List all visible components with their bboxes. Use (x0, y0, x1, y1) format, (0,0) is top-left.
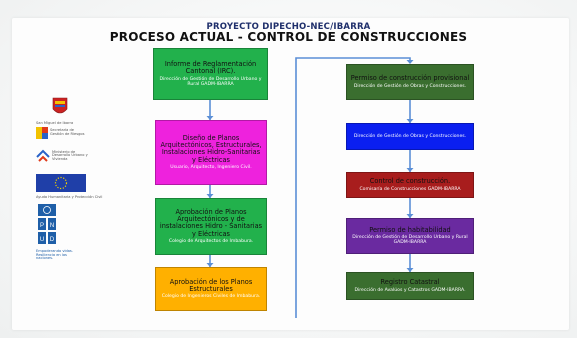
step-subtitle: Dirección de Gestión de Obras y Construc… (353, 83, 467, 89)
page-title: PROCESO ACTUAL - CONTROL DE CONSTRUCCION… (109, 30, 468, 44)
step-title: Control de construcción. (369, 177, 451, 186)
arrowhead (406, 214, 414, 218)
step-subtitle: Comisaría de Construcciones GADM-IBARRA (359, 186, 461, 192)
arrowhead (406, 168, 414, 172)
step-title: Aprobación de Planos Arquitectónicos y d… (159, 207, 263, 238)
sgr-emblem-icon (36, 127, 48, 139)
step-diseno-planos: Diseño de Planos Arquitectónicos, Estruc… (155, 120, 267, 185)
step-title: Aprobación de los Planos Estructurales (169, 277, 253, 293)
arrowhead (406, 268, 414, 272)
project-title: PROYECTO DIPECHO-NEC/IBARRA (206, 22, 371, 32)
logo-caption: Ministerio de Desarrollo Urbano y Vivien… (52, 149, 88, 161)
logo-caption: San Miguel de Ibarra (36, 121, 74, 125)
slide-frame (12, 18, 569, 330)
ibarra-municipality-logo: San Miguel de Ibarra (36, 96, 84, 126)
step-subtitle: Usuario, Arquitecto, Ingeniero Civil. (170, 164, 252, 170)
eu-flag-icon (36, 174, 86, 192)
arrowhead (206, 116, 214, 120)
svg-text:N: N (50, 223, 54, 229)
arrowhead (406, 119, 414, 123)
arrowhead (206, 194, 214, 198)
ministerio-desarrollo-urbano-vivienda-logo: Ministerio de Desarrollo Urbano y Vivien… (36, 149, 88, 163)
pnud-undp-logo: P N U D Empoderando vidas. Resiliencia e… (36, 204, 86, 261)
pnud-emblem-icon: P N U D (38, 204, 56, 244)
step-subtitle: Dirección de Gestión de Obras y Construc… (353, 134, 467, 140)
svg-text:U: U (40, 237, 44, 243)
step-title: Diseño de Planos Arquitectónicos, Estruc… (160, 133, 262, 164)
european-union-humanitarian-aid-logo: Ayuda Humanitaria y Protección Civil (36, 174, 103, 200)
logo-caption: Empoderando vidas. Resiliencia en las na… (36, 249, 73, 261)
step-permiso-habitabilidad: Permiso de habitabilidad Dirección de Ge… (346, 218, 474, 254)
step-subtitle: Colegio de Ingenieros Civiles de Imbabur… (161, 294, 261, 300)
step-title: Registro Catastral (380, 278, 440, 287)
miduvi-emblem-icon (36, 149, 50, 162)
step-permiso-provisional: Permiso de construcción provisional Dire… (346, 64, 474, 100)
logo-caption: Ayuda Humanitaria y Protección Civil (36, 195, 103, 199)
step-aprobacion-estructurales: Aprobación de los Planos Estructurales C… (155, 267, 267, 311)
step-aprobacion-arquitectonicos: Aprobación de Planos Arquitectónicos y d… (155, 198, 267, 255)
svg-text:D: D (50, 237, 55, 243)
logo-caption: Secretaría de Gestión de Riesgos (50, 128, 85, 136)
arrowhead (206, 263, 214, 267)
step-subtitle: Dirección de Gestión de Desarrollo Urban… (159, 76, 262, 87)
step-subtitle: Dirección de Gestión de Desarrollo Urban… (352, 235, 468, 246)
step-title: Informe de Reglamentación Cantonal (IRC)… (164, 60, 257, 76)
step-obras-construcciones: Dirección de Gestión de Obras y Construc… (346, 123, 474, 150)
svg-text:P: P (40, 223, 44, 229)
secretaria-gestion-riesgos-logo: Secretaría de Gestión de Riesgos (36, 127, 88, 139)
step-irc: Informe de Reglamentación Cantonal (IRC)… (153, 48, 268, 100)
step-subtitle: Colegio de Arquitectos de Imbabura. (168, 238, 254, 244)
step-title: Permiso de construcción provisional (350, 74, 470, 83)
step-registro-catastral: Registro Catastral Dirección de Avalúos … (346, 272, 474, 300)
step-title: Permiso de habitabilidad (369, 225, 451, 234)
ibarra-crest-icon (52, 97, 68, 114)
step-control-construccion: Control de construcción. Comisaría de Co… (346, 172, 474, 198)
step-subtitle: Dirección de Avalúos y Catastros GADM-IB… (354, 287, 466, 293)
arrowhead (406, 60, 414, 64)
